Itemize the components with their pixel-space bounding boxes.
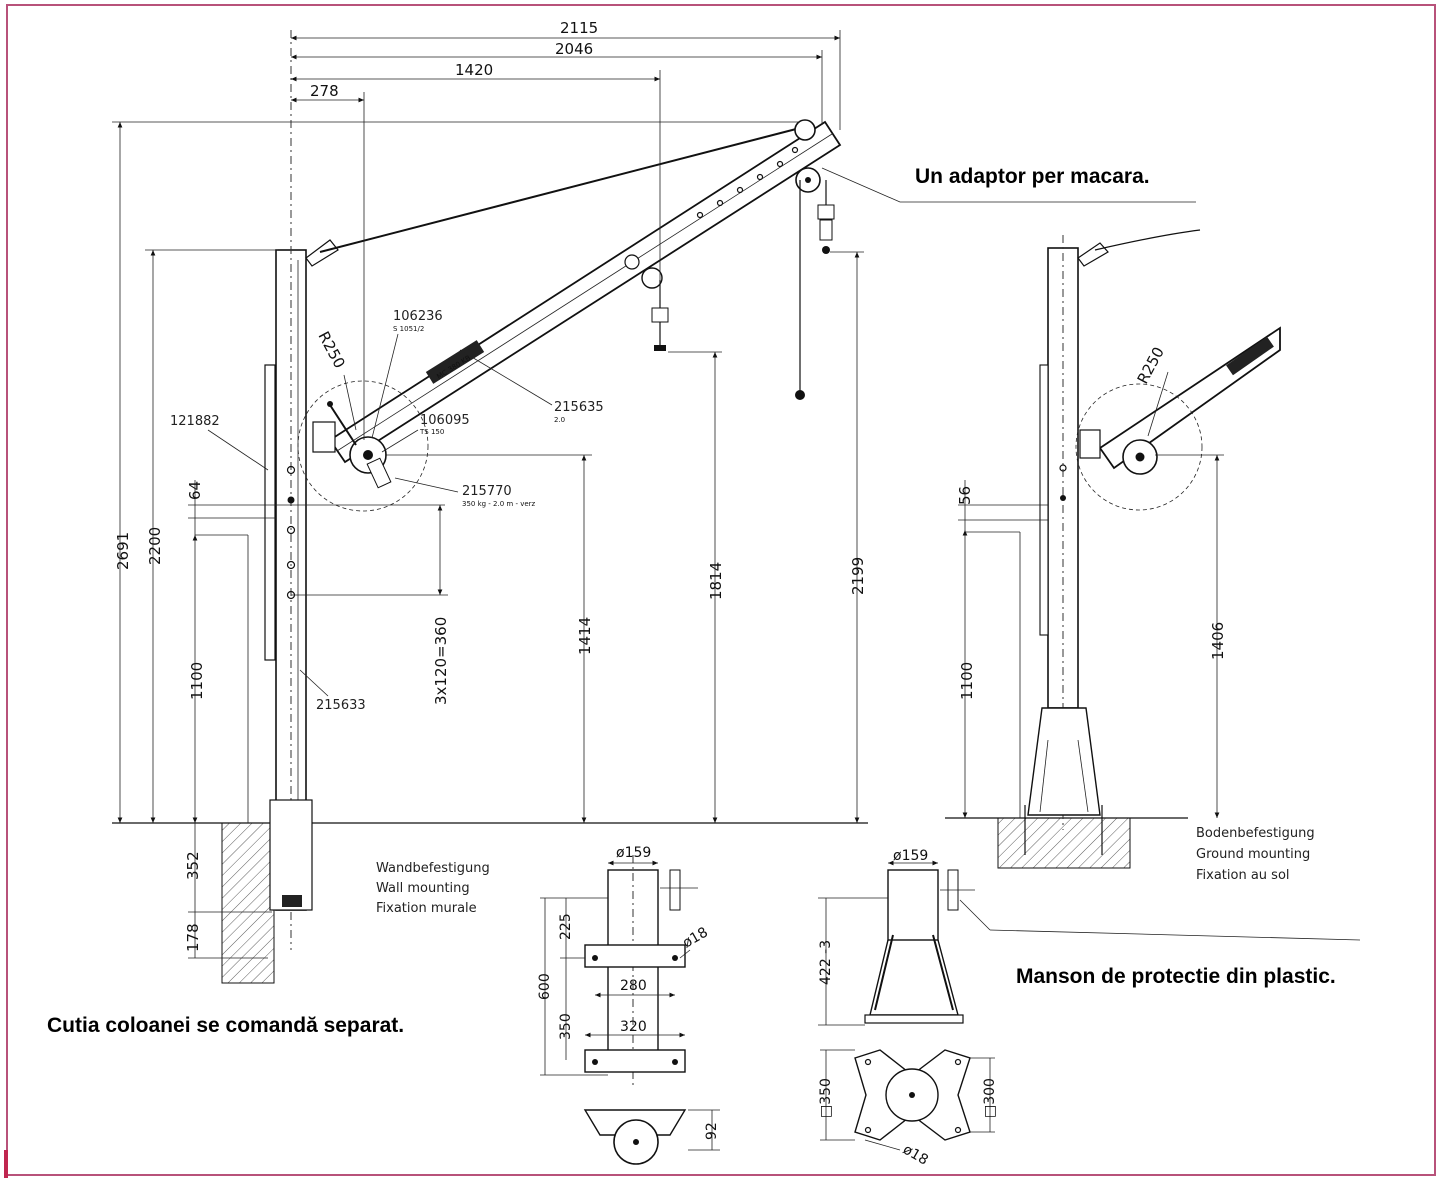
wall-phi159: ø159 [616,845,651,861]
wall-350: 350 [558,1013,574,1040]
dim-1814: 1814 [707,562,725,600]
part-215770-sub: 350 kg - 2.0 m - verz [462,500,536,508]
ground-350: □350 [818,1078,834,1118]
wall-92: 92 [704,1122,720,1140]
dim-1100: 1100 [188,662,206,700]
dim-2046: 2046 [555,40,593,58]
dim-2200: 2200 [146,527,164,565]
note-adaptor: Un adaptor per macara. [915,165,1150,188]
ground-phi159: ø159 [893,848,928,864]
tie-rope [319,127,801,253]
dim-1100-right: 1100 [958,662,976,700]
note-sleeve: Manson de protectie din plastic. [1016,965,1336,988]
svg-text:Ground mounting: Ground mounting [1196,847,1310,862]
ground-mounting-label: Bodenbefestigung Ground mounting Fixatio… [1196,826,1315,883]
dim-1406: 1406 [1209,622,1227,660]
part-labels: 106236 S 1051/2 215635 2.0 106095 TS 150… [170,309,604,713]
svg-text:Fixation au sol: Fixation au sol [1196,868,1290,883]
part-106236: 106236 [393,309,443,324]
part-106095: 106095 [420,413,470,428]
inner-dimensions: 3x120=360 1414 1814 2199 [291,251,867,823]
part-215633: 215633 [316,698,366,713]
dim-r250: R250 [314,328,348,371]
part-106236-sub: S 1051/2 [393,325,424,333]
ground-crane-view: R250 56 1100 1406 Bodenbefestigung Groun… [945,229,1315,883]
dim-1414: 1414 [576,617,594,655]
tip-pulley [794,119,816,141]
dim-1420: 1420 [455,61,493,79]
dim-2691: 2691 [114,532,132,570]
dim-352: 352 [184,851,202,880]
part-106095-sub: TS 150 [419,428,444,436]
wall-bracket-detail: ø159 225 600 350 280 320 ø18 92 [537,845,720,1165]
dim-278: 278 [310,82,339,100]
cross-base-plate [854,1049,971,1141]
ground-422: 422 -3 [818,940,834,985]
wall-225: 225 [558,913,574,940]
dim-r250-right: R250 [1134,344,1168,387]
top-dimensions: 2115 2046 1420 278 [291,19,841,440]
wall-600: 600 [537,973,553,1000]
dim-3x120-360: 3x120=360 [432,617,450,705]
part-215635-sub: 2.0 [554,416,565,424]
corner-accent [4,1150,8,1178]
column-base [1027,707,1101,816]
dim-178: 178 [184,923,202,952]
dim-2115: 2115 [560,19,598,37]
left-dimensions: 2691 2200 64 1100 352 178 [112,121,800,959]
svg-text:Fixation murale: Fixation murale [376,901,477,916]
ground-phi18: ø18 [900,1142,931,1169]
note-column-box: Cutia coloanei se comandă separat. [47,1014,404,1037]
ground-base-detail: ø159 422 -3 □350 □300 ø18 [818,848,1361,1169]
svg-text:Wandbefestigung: Wandbefestigung [376,861,490,876]
part-215770: 215770 [462,484,512,499]
foundation-hatch [221,822,275,984]
svg-text:Bodenbefestigung: Bodenbefestigung [1196,826,1315,841]
ground-foundation [997,817,1131,869]
winch-106095 [297,380,429,512]
dim-56: 56 [956,486,974,505]
dim-2199: 2199 [849,557,867,595]
svg-text:Wall mounting: Wall mounting [376,881,470,896]
wall-320: 320 [620,1019,647,1035]
part-121882: 121882 [170,414,220,429]
ground-300: □300 [982,1078,998,1118]
sheet-frame [6,4,1436,1176]
wall-280: 280 [620,978,647,994]
main-crane-view: MC 380 KB [112,19,868,984]
dim-64: 64 [186,481,204,500]
adaptor-leader [821,167,1196,203]
wall-mounting-label: Wandbefestigung Wall mounting Fixation m… [376,861,490,916]
part-215635: 215635 [554,400,604,415]
wall-phi18: ø18 [680,924,711,951]
wall-plate-121882 [264,364,276,661]
